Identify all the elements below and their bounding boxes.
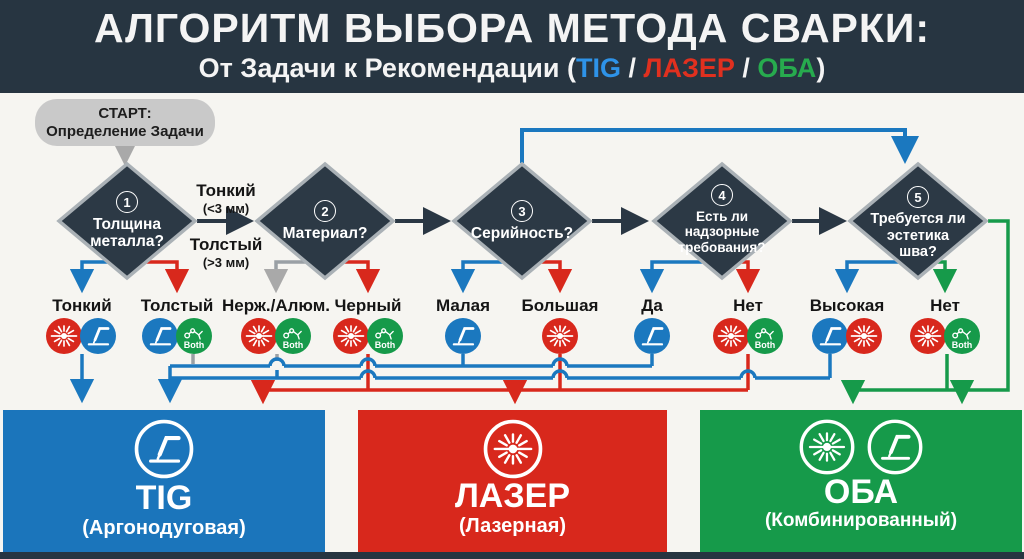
method-oba-label: ОБА — [757, 53, 817, 83]
result-laser-title: ЛАЗЕР — [454, 477, 571, 515]
header: АЛГОРИТМ ВЫБОРА МЕТОДА СВАРКИ: От Задачи… — [0, 0, 1024, 93]
branch-label-no5: Нет — [930, 296, 960, 315]
branch-label-carbon: Черный — [334, 296, 402, 315]
laser-icon — [46, 318, 82, 354]
method-tig-label: TIG — [576, 53, 621, 83]
result-laser-subtitle: (Лазерная) — [458, 514, 567, 537]
diamond-5-shape — [847, 161, 989, 281]
diamond-4-shape — [651, 161, 793, 281]
result-oba-box: ОБА (Комбинированный) — [700, 410, 1022, 552]
both-icon: Both — [176, 318, 212, 354]
tig-icon — [142, 318, 178, 354]
tig-icon — [812, 318, 848, 354]
both-icon: Both — [747, 318, 783, 354]
tig-icon — [80, 318, 116, 354]
branch-label-no4: Нет — [733, 296, 763, 315]
edge-label-thick: Толстый (>3 мм) — [189, 235, 263, 270]
laser-icon — [713, 318, 749, 354]
both-icon: Both — [275, 318, 311, 354]
edge-label-thin: Тонкий (<3 мм) — [196, 181, 256, 216]
laser-icon — [333, 318, 369, 354]
result-tig-subtitle: (Аргонодуговая) — [82, 516, 246, 539]
tig-icon — [634, 318, 670, 354]
laser-icon — [846, 318, 882, 354]
result-tig-title: TIG — [135, 479, 193, 517]
branch-label-large: Большая — [521, 296, 599, 315]
method-laser-label: ЛАЗЕР — [643, 53, 735, 83]
branch-label-stainless: Нерж./Алюм. — [221, 296, 331, 315]
branch-label-small: Малая — [436, 296, 490, 315]
branch-label-yes: Да — [641, 296, 663, 315]
diamond-1-shape — [56, 161, 198, 281]
branch-label-thick: Толстый — [140, 296, 214, 315]
result-oba-subtitle: (Комбинированный) — [764, 509, 958, 531]
branch-label-thin: Тонкий — [52, 296, 112, 315]
both-icon: Both — [944, 318, 980, 354]
page-title: АЛГОРИТМ ВЫБОРА МЕТОДА СВАРКИ: — [93, 5, 931, 51]
tig-ring-icon — [134, 419, 194, 479]
result-oba-title: ОБА — [823, 473, 899, 511]
laser-ring-icon — [483, 419, 542, 479]
result-laser-box: ЛАЗЕР (Лазерная) — [358, 410, 667, 552]
both-icon: Both — [367, 318, 403, 354]
footer-strip — [0, 552, 1024, 559]
laser-ring-icon — [799, 419, 855, 475]
tig-ring-icon — [867, 419, 923, 475]
tig-icon — [445, 318, 481, 354]
laser-icon — [910, 318, 946, 354]
branch-label-high: Высокая — [809, 296, 885, 315]
page-subtitle: От Задачи к Рекомендации (TIG / ЛАЗЕР / … — [198, 53, 826, 83]
laser-icon — [542, 318, 578, 354]
result-tig-box: TIG (Аргонодуговая) — [3, 410, 325, 552]
laser-icon — [241, 318, 277, 354]
start-node: СТАРТ: Определение Задачи — [35, 99, 215, 146]
